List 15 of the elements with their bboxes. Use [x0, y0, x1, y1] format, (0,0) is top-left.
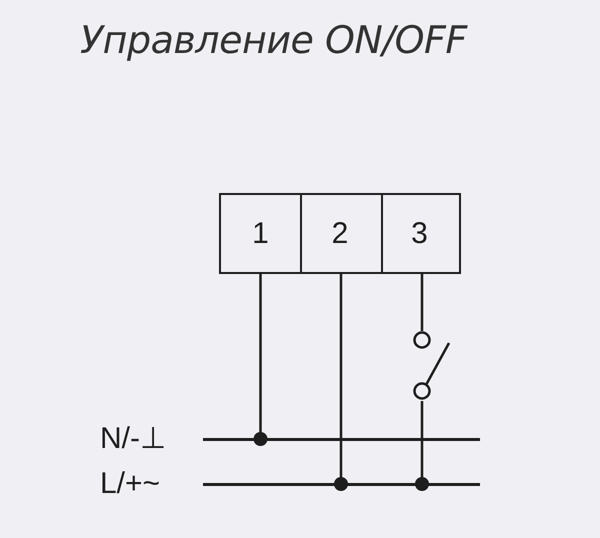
wire [420, 274, 424, 331]
line-label: N/-⊥ [100, 424, 166, 454]
diagram-title: Управление ON/OFF [80, 18, 467, 62]
bus-line [203, 482, 480, 486]
bus-line [203, 438, 480, 440]
line-label: L/+~ [100, 469, 160, 499]
wire [415, 401, 429, 491]
terminal-number: 3 [411, 216, 428, 250]
wire [254, 274, 268, 446]
terminal-cell [380, 193, 461, 274]
wire [334, 274, 348, 491]
terminal-cell [219, 193, 302, 274]
terminal-cell [300, 193, 382, 274]
terminal-number: 1 [252, 216, 269, 250]
terminal-number: 2 [332, 216, 348, 250]
